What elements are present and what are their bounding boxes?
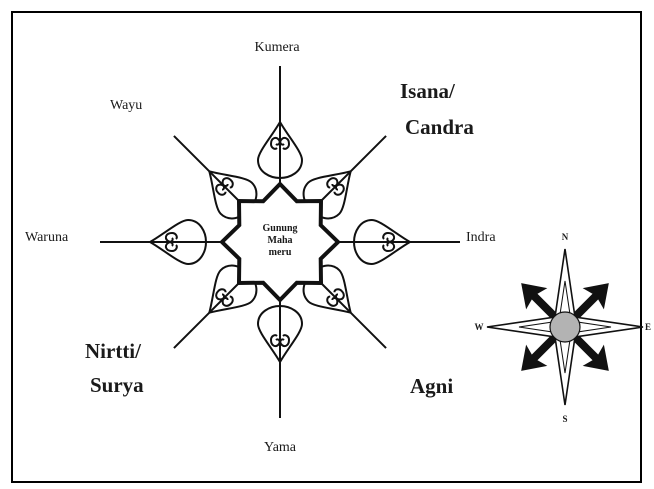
label-west-waruna: Waruna (25, 230, 69, 245)
label-southwest-line-1: Nirtti/ (85, 339, 142, 363)
label-southwest-line-2: Surya (90, 373, 144, 397)
label-north-kumera: Kumera (254, 40, 300, 55)
heart-petal-north (258, 122, 302, 178)
compass-label-s: S (562, 414, 567, 424)
center-label-line-3: meru (269, 247, 292, 258)
label-east-indra: Indra (466, 230, 496, 245)
label-northwest-wayu: Wayu (110, 98, 142, 113)
label-northeast-line-2: Candra (405, 115, 474, 139)
center-label-line-1: Gunung (262, 223, 297, 234)
heart-petal-west (150, 220, 206, 264)
center-label-line-2: Maha (268, 235, 293, 246)
compass-label-n: N (562, 232, 569, 242)
compass-center-disc (550, 312, 580, 342)
label-south-yama: Yama (264, 440, 297, 455)
label-southeast-agni: Agni (410, 374, 453, 398)
heart-petal-east (354, 220, 410, 264)
compass-label-w: W (475, 322, 484, 332)
compass-label-e: E (645, 322, 651, 332)
heart-petal-south (258, 306, 302, 362)
compass-rose: N E S W (475, 232, 652, 424)
label-northeast-line-1: Isana/ (400, 79, 456, 103)
